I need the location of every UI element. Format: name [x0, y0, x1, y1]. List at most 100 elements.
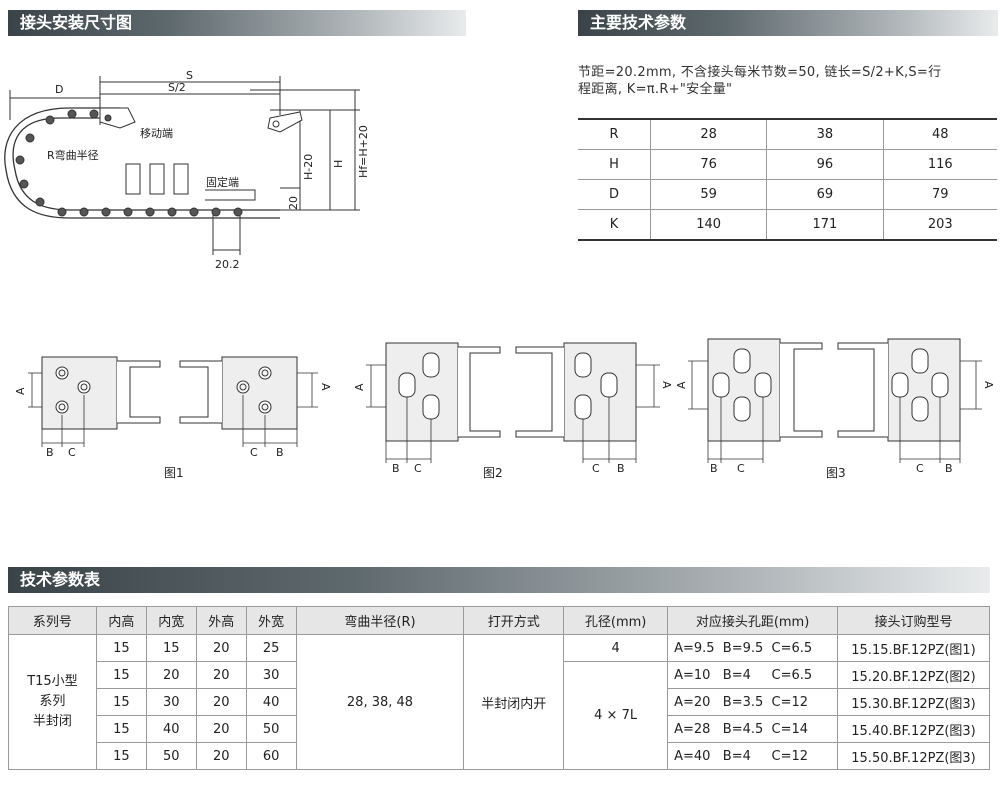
- outer-width-cell: 60: [245, 742, 297, 770]
- order-model-cell: 15.30.BF.12PZ(图3): [837, 688, 990, 716]
- fig3-c-label: C: [737, 462, 745, 475]
- figures-drawing: A B C A C B A B C A C B A B C A C B 图1 图…: [14, 338, 995, 480]
- inner-width-cell: 20: [145, 661, 197, 689]
- hole-spacing-cell: A=9.5 B=9.5 C=6.5: [667, 634, 839, 662]
- install-drawing: D S S/2 移动端 R弯曲半径 固定端 20.2 H-20 H Hf=H+2…: [4, 69, 370, 271]
- fig1r-a-label: A: [319, 383, 332, 391]
- inner-width-cell: 50: [145, 742, 197, 770]
- moving-end-label: 移动端: [140, 127, 173, 140]
- params-cell: 203: [883, 209, 997, 241]
- spec-header-cell: 接头订购型号: [837, 606, 990, 635]
- spec-header-cell: 内高: [95, 606, 147, 635]
- params-cell: 96: [766, 149, 884, 180]
- bend-radius-cell: 28, 38, 48: [295, 634, 465, 770]
- dim-h20-label: H-20: [302, 154, 315, 180]
- spec-header-cell: 外宽: [245, 606, 297, 635]
- inner-height-cell: 15: [95, 661, 147, 689]
- bend-radius-label: R弯曲半径: [47, 148, 99, 162]
- inner-height-cell: 15: [95, 742, 147, 770]
- outer-height-cell: 20: [195, 742, 247, 770]
- dim-hf-label: Hf=H+20: [357, 125, 370, 178]
- hole-spacing-cell: A=20 B=3.5 C=12: [667, 688, 839, 716]
- outer-width-cell: 30: [245, 661, 297, 689]
- fig3-a-label: A: [675, 381, 688, 389]
- outer-width-cell: 40: [245, 688, 297, 716]
- order-model-cell: 15.50.BF.12PZ(图3): [837, 742, 990, 770]
- params-row-label: R: [578, 118, 651, 150]
- spec-heading: 技术参数表: [8, 567, 990, 593]
- fixed-end-label: 固定端: [206, 175, 239, 189]
- spec-header-cell: 孔径(mm): [563, 606, 669, 635]
- fig3r-b-label: B: [945, 462, 953, 475]
- dim-s2-label: S/2: [168, 81, 186, 94]
- order-model-cell: 15.20.BF.12PZ(图2): [837, 661, 990, 689]
- params-cell: 171: [766, 209, 884, 241]
- fig1-caption: 图1: [164, 466, 184, 480]
- params-heading: 主要技术参数: [578, 10, 998, 36]
- spec-table: 系列号内高内宽外高外宽弯曲半径(R)打开方式孔径(mm)对应接头孔距(mm)接头…: [8, 606, 990, 770]
- inner-width-cell: 40: [145, 715, 197, 743]
- hole-diameter-cell: 4 × 7L: [563, 661, 669, 770]
- fig2r-c-label: C: [592, 462, 600, 475]
- hole-spacing-cell: A=40 B=4 C=12: [667, 742, 839, 770]
- fig3r-c-label: C: [916, 462, 924, 475]
- hole-diameter-cell: 4: [563, 634, 669, 662]
- fig2-c-label: C: [414, 462, 422, 475]
- inner-height-cell: 15: [95, 715, 147, 743]
- dim-s-label: S: [186, 69, 193, 82]
- params-cell: 76: [650, 149, 768, 180]
- params-row-label: D: [578, 179, 651, 210]
- dim-d-label: D: [55, 83, 63, 96]
- params-description: 节距=20.2mm, 不含接头每米节数=50, 链长=S/2+K,S=行 程距离…: [578, 64, 998, 98]
- params-cell: 79: [883, 179, 997, 210]
- outer-width-cell: 25: [245, 634, 297, 662]
- fig1-c-label: C: [68, 446, 76, 459]
- fig3r-a-label: A: [982, 381, 995, 389]
- fig1-a-label: A: [14, 387, 27, 395]
- params-cell: 59: [650, 179, 768, 210]
- params-row-label: K: [578, 209, 651, 241]
- dim-h-label: H: [332, 160, 345, 168]
- params-row-label: H: [578, 149, 651, 180]
- order-model-cell: 15.40.BF.12PZ(图3): [837, 715, 990, 743]
- fig1r-b-label: B: [276, 446, 284, 459]
- spec-header-cell: 系列号: [8, 606, 97, 635]
- install-heading: 接头安装尺寸图: [8, 10, 466, 36]
- outer-height-cell: 20: [195, 634, 247, 662]
- spec-header-cell: 打开方式: [463, 606, 565, 635]
- params-cell: 140: [650, 209, 768, 241]
- inner-height-cell: 15: [95, 634, 147, 662]
- hole-spacing-cell: A=28 B=4.5 C=14: [667, 715, 839, 743]
- series-cell: T15小型 系列 半封闭: [8, 634, 97, 770]
- params-cell: 38: [766, 118, 884, 150]
- spec-header-cell: 内宽: [145, 606, 197, 635]
- dim-20-label: 20: [287, 196, 300, 210]
- order-model-cell: 15.15.BF.12PZ(图1): [837, 634, 990, 662]
- fig1r-c-label: C: [250, 446, 258, 459]
- fig3-caption: 图3: [826, 466, 846, 480]
- inner-width-cell: 15: [145, 634, 197, 662]
- params-line-1: 节距=20.2mm, 不含接头每米节数=50, 链长=S/2+K,S=行: [578, 65, 942, 80]
- fig2r-b-label: B: [617, 462, 625, 475]
- params-cell: 48: [883, 118, 997, 150]
- outer-width-cell: 50: [245, 715, 297, 743]
- spec-header-cell: 对应接头孔距(mm): [667, 606, 839, 635]
- outer-height-cell: 20: [195, 715, 247, 743]
- fig2r-a-label: A: [660, 381, 673, 389]
- dim-pitch-label: 20.2: [215, 258, 240, 271]
- outer-height-cell: 20: [195, 688, 247, 716]
- fig2-caption: 图2: [483, 466, 503, 480]
- outer-height-cell: 20: [195, 661, 247, 689]
- inner-width-cell: 30: [145, 688, 197, 716]
- inner-height-cell: 15: [95, 688, 147, 716]
- params-cell: 69: [766, 179, 884, 210]
- hole-spacing-cell: A=10 B=4 C=6.5: [667, 661, 839, 689]
- fig2-a-label: A: [353, 383, 366, 391]
- params-cell: 116: [883, 149, 997, 180]
- open-method-cell: 半封闭内开: [463, 634, 565, 770]
